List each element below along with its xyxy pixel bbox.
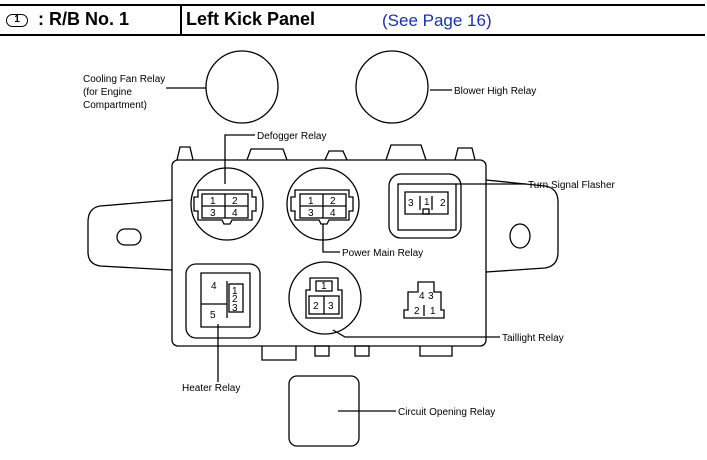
turn-signal-pin: 1 [424,197,430,208]
taillight-leader [332,329,500,338]
power-main-relay-label: Power Main Relay [342,248,423,259]
header-bottom-rule [0,34,705,36]
heater-pin-stack [228,283,244,313]
right-mounting-ear [485,179,559,273]
defogger-pin: 4 [232,208,238,219]
turn-signal-pin-lines [419,196,433,210]
heater-pin: 4 [211,281,217,292]
power-main-leader [322,224,340,253]
heater-relay-label: Heater Relay [182,383,240,394]
defogger-pin: 3 [210,208,216,219]
turn-signal-connector [397,183,457,231]
circuit-opening-relay-label: Circuit Opening Relay [398,407,495,418]
heater-connector [200,272,251,328]
power-main-pin: 2 [330,196,336,207]
taillight-pin: 3 [328,301,334,312]
small-connector-pin: 4 [419,291,425,302]
heater-pin: 3 [232,303,238,314]
housing-top-tab [454,147,476,161]
turn-signal-flasher-label: Turn Signal Flasher [528,180,616,191]
right-mount-hole [509,223,531,249]
taillight-relay-label: Taillight Relay [502,333,564,344]
power-main-connector [290,189,354,225]
turn-signal-pin: 3 [408,198,414,209]
relay-block-title: : R/B No. 1 [38,9,130,29]
circled-number-badge: 1 [6,14,28,27]
header-divider [180,4,182,36]
power-main-pin: 4 [330,208,336,219]
cooling-fan-relay-label: Cooling Fan Relay [83,74,165,85]
housing-bottom-tab [419,346,453,357]
taillight-pin: 2 [313,301,319,312]
housing-top-tab [385,144,427,161]
blower-high-relay-label: Blower High Relay [454,86,536,97]
defogger-relay-label: Defogger Relay [257,131,326,142]
defogger-pin: 1 [210,196,216,207]
left-mounting-ear [87,199,173,271]
blower-high-relay-shape [355,50,429,124]
defogger-pin: 2 [232,196,238,207]
cooling-fan-relay-label-line2: (for Engine [83,87,132,98]
taillight-relay-socket [288,261,362,335]
heater-pin: 1 [232,286,238,297]
taillight-connector [305,277,343,319]
cooling-fan-relay-label-line3: Compartment) [83,100,147,111]
heater-relay-socket [185,263,261,339]
housing-bottom-tab [314,345,330,357]
housing-bottom-tab [261,346,297,361]
housing-top-tab [176,146,194,161]
turn-signal-flasher-socket [388,173,462,239]
turn-signal-latch [422,208,430,215]
small-connector-pin: 1 [430,306,436,317]
defogger-relay-socket [190,167,264,241]
small-connector-pin: 2 [414,306,420,317]
housing-bottom-tab [354,345,370,357]
power-main-pin: 3 [308,208,314,219]
small-connector-pin: 3 [428,291,434,302]
left-mount-hole [116,228,142,246]
page-header: 1 : R/B No. 1 Left Kick Panel (See Page … [0,0,705,36]
heater-pin: 5 [210,310,216,321]
cooling-fan-relay-shape [205,50,279,124]
turn-signal-pin: 2 [440,198,446,209]
taillight-pin: 1 [321,281,327,292]
taillight-pin-box [315,280,333,292]
heater-pin: 2 [232,294,238,305]
defogger-connector [193,189,257,225]
housing-top-tab [324,150,348,161]
turn-signal-pin-body [404,191,449,215]
location-title: Left Kick Panel [186,9,316,29]
housing-top-tab [246,148,288,161]
page-reference-link[interactable]: (See Page 16) [382,11,492,30]
header-top-rule [0,4,705,6]
power-main-pin: 1 [308,196,314,207]
small-connector [403,281,445,319]
defogger-leader [224,134,255,184]
